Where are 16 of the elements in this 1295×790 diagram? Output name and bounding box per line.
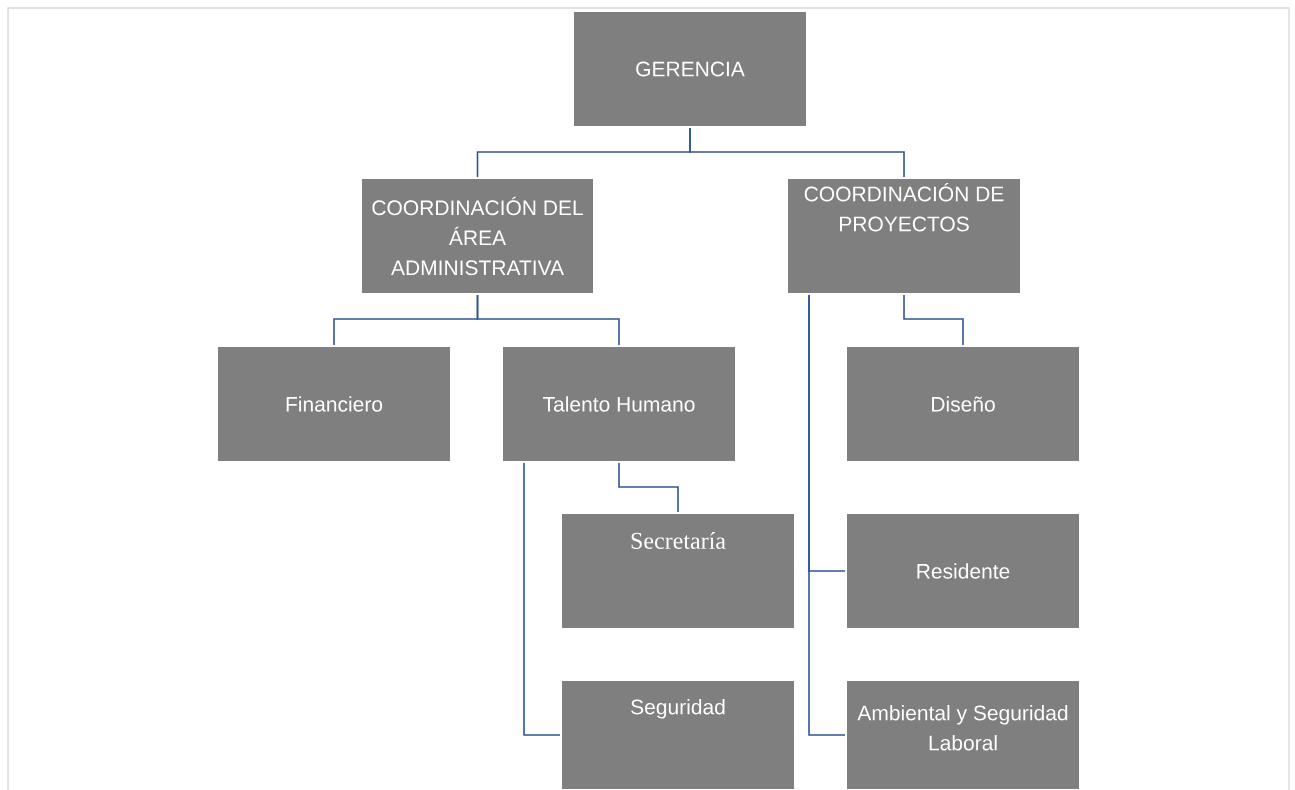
connector-line [476, 294, 620, 346]
org-box: COORDINACIÓN DE PROYECTOS [788, 179, 1020, 293]
org-box: Talento Humano [503, 347, 735, 461]
org-box: Ambiental y Seguridad Laboral [847, 681, 1079, 789]
connector-line [903, 294, 964, 346]
org-box: Residente [847, 514, 1079, 628]
org-box: COORDINACIÓN DEL ÁREA ADMINISTRATIVA [362, 179, 593, 293]
org-box: Secretaría [562, 514, 794, 628]
connector-line [523, 462, 561, 736]
connector-line [618, 462, 679, 513]
org-box: GERENCIA [574, 12, 806, 126]
connector-line [808, 294, 846, 736]
connector-line [689, 127, 905, 178]
org-box: Financiero [218, 347, 450, 461]
org-box: Diseño [847, 347, 1079, 461]
org-box: Seguridad [562, 681, 794, 789]
